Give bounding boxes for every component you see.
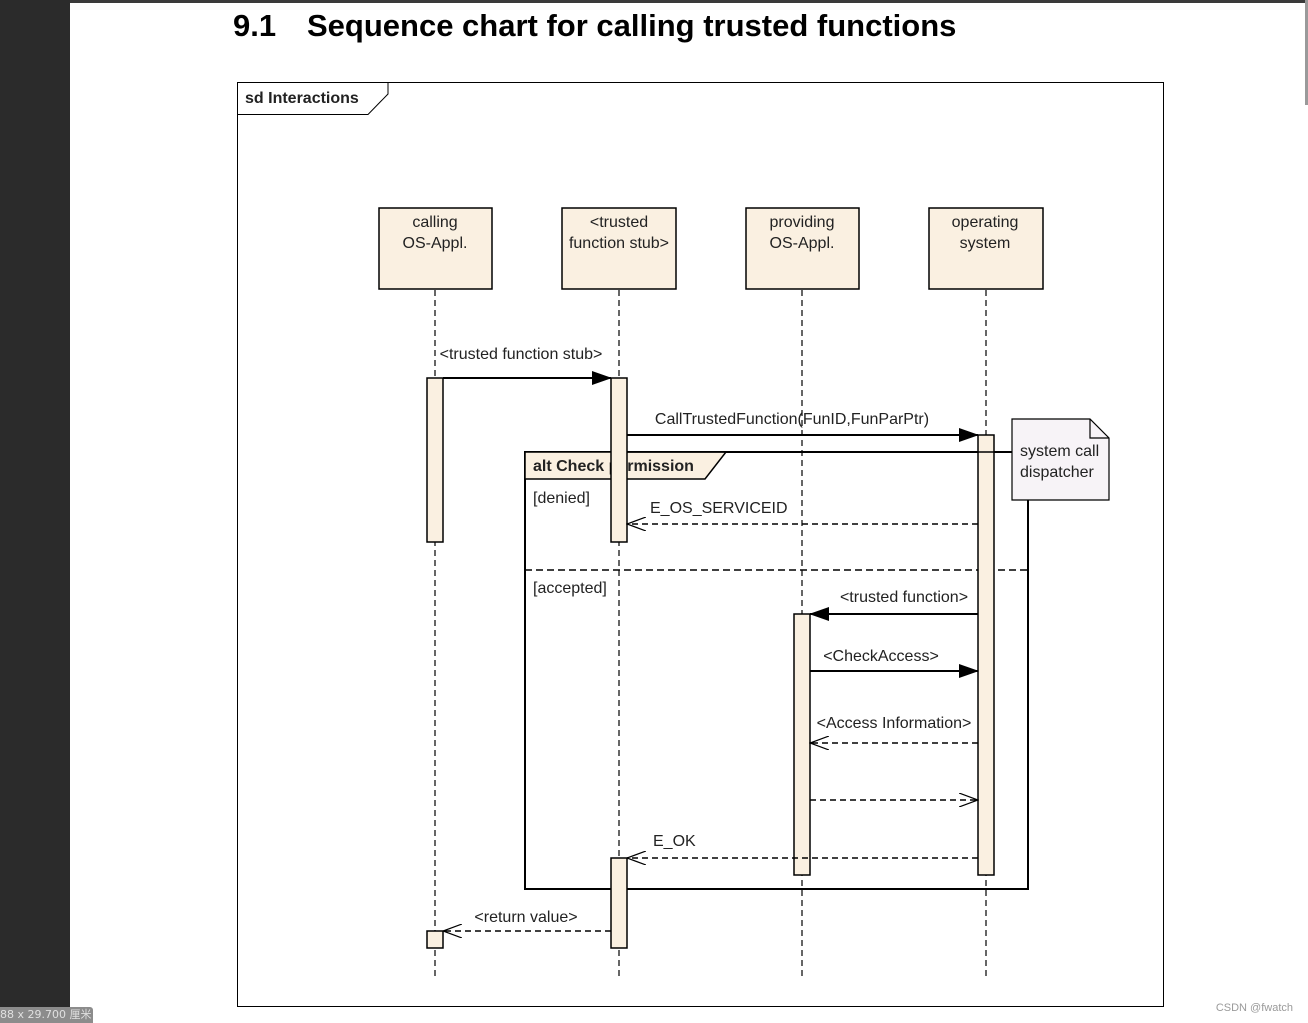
lifeline-providing-os-appl: providing OS-Appl.	[745, 207, 860, 290]
lifeline-label: system	[960, 235, 1011, 252]
activation-bar	[426, 930, 444, 949]
message-label: <CheckAccess>	[823, 648, 939, 665]
lifeline-label: OS-Appl.	[403, 235, 468, 252]
message-label: <Access Information>	[817, 715, 972, 732]
section-title: Sequence chart for calling trusted funct…	[307, 8, 957, 43]
message-call-trusted-function: CallTrustedFunction(FunID,FunParPtr)	[627, 411, 979, 442]
viewer-left-panel	[0, 0, 70, 1023]
lifeline-operating-system: operating system	[928, 207, 1044, 290]
guard-denied: [denied]	[533, 490, 590, 507]
lifeline-label: operating	[952, 214, 1019, 231]
message-e-os-serviceid: E_OS_SERVICEID	[627, 500, 978, 524]
section-heading: 9.1 Sequence chart for calling trusted fu…	[233, 8, 956, 44]
message-check-access: <CheckAccess>	[810, 648, 979, 678]
lifeline-label: <trusted	[590, 214, 648, 231]
lifeline-label: OS-Appl.	[770, 235, 835, 252]
lifeline-trusted-function-stub: <trusted function stub>	[561, 207, 677, 290]
activation-bar	[426, 377, 444, 543]
viewer-top-border	[0, 0, 1308, 3]
lifeline-label: function stub>	[569, 235, 669, 252]
note-system-call-dispatcher: system call dispatcher	[1011, 418, 1110, 501]
activation-bar	[793, 613, 811, 876]
page-size-indicator: 88 x 29.700 厘米	[0, 1007, 93, 1023]
message-trusted-function-stub: <trusted function stub>	[440, 346, 612, 385]
message-label: <trusted function stub>	[440, 346, 603, 363]
message-e-ok: E_OK	[627, 833, 978, 858]
activation-bar	[977, 434, 995, 876]
frame-label-tab	[237, 82, 389, 115]
section-number: 9.1	[233, 8, 277, 43]
frame-label: sd Interactions	[245, 90, 359, 107]
message-label: <trusted function>	[840, 589, 968, 606]
message-access-information: <Access Information>	[810, 715, 978, 743]
diagram-frame	[237, 82, 1164, 1007]
scrollbar[interactable]	[1305, 0, 1308, 105]
message-label: E_OS_SERVICEID	[650, 500, 788, 517]
message-label: <return value>	[474, 909, 577, 926]
lifeline-label: providing	[770, 214, 835, 231]
message-trusted-function: <trusted function>	[809, 589, 978, 621]
guard-accepted: [accepted]	[533, 580, 607, 597]
message-label: CallTrustedFunction(FunID,FunParPtr)	[655, 411, 929, 428]
lifeline-calling-os-appl: calling OS-Appl.	[378, 207, 493, 290]
message-label: E_OK	[653, 833, 696, 850]
activation-bar	[610, 377, 628, 543]
note-text: system call	[1020, 443, 1099, 460]
message-return-value: <return value>	[443, 909, 611, 931]
activation-bar	[610, 857, 628, 949]
note-text: dispatcher	[1020, 464, 1094, 481]
watermark: CSDN @fwatch	[1215, 1002, 1293, 1014]
lifeline-label: calling	[412, 214, 457, 231]
